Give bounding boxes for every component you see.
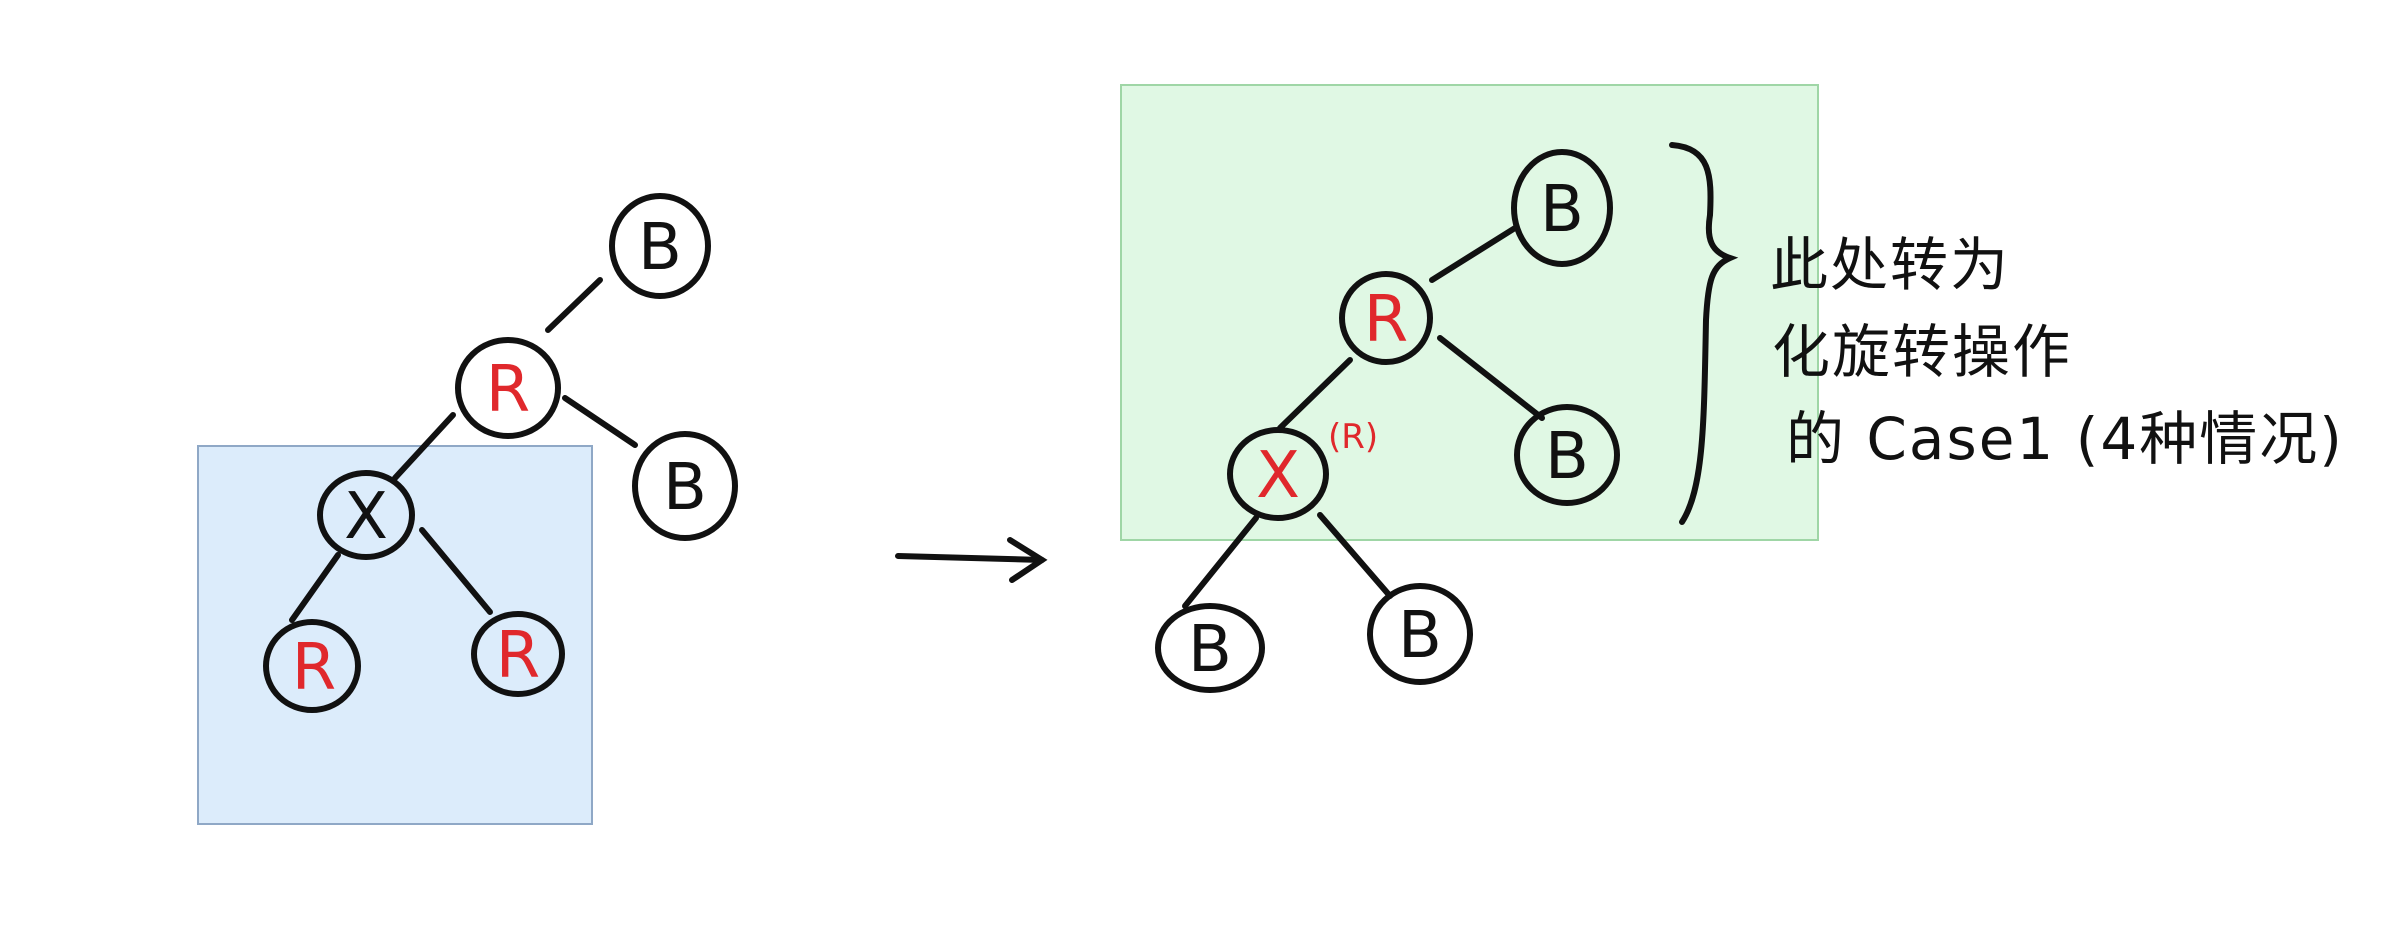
node-circle-r-x — [1227, 427, 1329, 521]
edge-l-x-to-l-left-r — [289, 552, 341, 623]
node-circle-r-top-b — [1511, 149, 1613, 267]
node-circle-r-left-b — [1155, 603, 1265, 693]
blue-highlight-region — [197, 445, 593, 825]
edge-r-top-b-to-r-r — [1429, 225, 1518, 283]
edge-l-x-to-l-right-r — [419, 527, 493, 615]
annotation-line-1: 此处转为 — [1770, 231, 2011, 299]
edge-l-r-to-l-x — [392, 412, 456, 481]
node-label-r-left-b: B — [1188, 613, 1232, 687]
node-label-l-x: X — [344, 480, 388, 554]
edge-r-r-to-r-x — [1277, 357, 1353, 431]
node-circle-r-r — [1339, 271, 1433, 365]
curly-brace — [1669, 142, 1739, 525]
green-highlight-region — [1120, 84, 1819, 541]
node-circle-r-right-b — [1514, 404, 1620, 506]
node-label-r-right-b: B — [1545, 420, 1589, 494]
node-circle-l-r — [455, 337, 561, 439]
node-label-r-r: R — [1364, 283, 1408, 357]
node-circle-r-right2-b — [1367, 583, 1473, 685]
node-label-r-x: X — [1256, 439, 1300, 513]
node-label-l-left-r: R — [292, 631, 336, 705]
node-label-r-top-b: B — [1540, 173, 1584, 247]
node-circle-l-right-r — [471, 611, 565, 697]
node-label-l-right-b: B — [663, 451, 707, 525]
node-circle-l-top-b — [609, 193, 711, 299]
left-tree-nodes — [263, 193, 738, 713]
node-circle-l-right-b — [632, 431, 738, 541]
node-label-r-right2-b: B — [1398, 599, 1442, 673]
edge-r-x-to-r-right2-b — [1317, 512, 1393, 599]
edge-l-top-b-to-l-r — [545, 277, 603, 333]
node-label-l-right-r: R — [496, 619, 540, 693]
right-tree-edges — [1182, 225, 1545, 609]
right-tree-nodes — [1155, 149, 1620, 693]
node-circle-l-left-r — [263, 619, 361, 713]
edge-r-r-to-r-right-b — [1437, 335, 1545, 421]
left-tree-edges — [289, 277, 638, 623]
annotation-line-2: 化旋转操作 — [1772, 318, 2073, 386]
node-label-l-r: R — [486, 353, 530, 427]
edge-r-x-to-r-left-b — [1182, 515, 1259, 609]
left-tree-labels: B R B X R R — [292, 211, 707, 705]
node-circle-l-x — [317, 470, 415, 560]
node-label-l-top-b: B — [638, 211, 682, 285]
right-tree-labels: B R B X (R) B B — [1188, 173, 1589, 687]
transform-arrow — [895, 537, 1048, 583]
edge-l-r-to-l-right-b — [562, 395, 638, 448]
annotation-line-3: 的 Case1 (4种情况) — [1786, 405, 2344, 473]
node-x-superscript: (R) — [1328, 417, 1378, 457]
